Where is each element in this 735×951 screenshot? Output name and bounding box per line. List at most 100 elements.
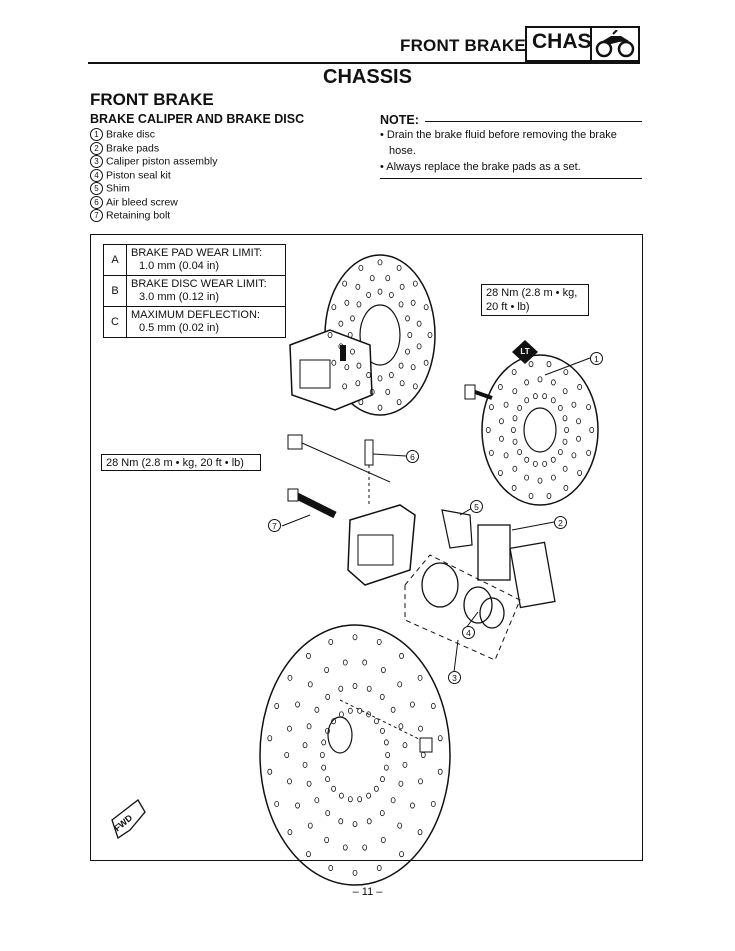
disc-hole: [398, 301, 404, 308]
disc-hole: [380, 776, 385, 783]
disc-hole: [385, 275, 391, 282]
disc-hole: [390, 797, 396, 804]
disc-hole: [389, 372, 394, 379]
disc-hole: [306, 652, 311, 659]
spec-key: A: [103, 244, 127, 276]
disc-hole: [550, 397, 556, 404]
disc-hole: [350, 315, 355, 322]
lower-bolt: [339, 699, 433, 753]
atv-icon: [595, 30, 635, 58]
callout-marker: 1: [590, 352, 603, 365]
disc-hole: [377, 259, 383, 266]
disc-hole: [489, 449, 494, 456]
section-title: FRONT BRAKE: [90, 90, 214, 109]
disc-hole: [420, 752, 426, 759]
disc-hole: [503, 401, 509, 408]
disc-hole: [499, 435, 504, 442]
disc-hole: [321, 739, 327, 746]
disc-hole: [398, 723, 404, 730]
callout-marker: 3: [448, 671, 461, 684]
disc-hole: [417, 674, 423, 681]
disc-hole: [324, 836, 330, 843]
spec-row: A BRAKE PAD WEAR LIMIT:1.0 mm (0.04 in): [103, 244, 286, 276]
spec-value: 0.5 mm (0.02 in): [139, 322, 220, 334]
disc-hole: [524, 474, 530, 481]
disc-hole: [295, 701, 300, 708]
callout-marker: 2: [554, 516, 567, 529]
disc-hole: [331, 718, 337, 725]
disc-hole: [512, 415, 518, 422]
disc-hole: [267, 768, 273, 775]
disc-hole: [324, 667, 330, 674]
disc-hole: [511, 369, 517, 376]
disc-hole: [376, 865, 382, 872]
disc-hole: [377, 288, 383, 295]
header-section-title: FRONT BRAKE: [400, 36, 526, 55]
disc-hole: [418, 725, 423, 732]
torque-line: 20 ft • lb): [486, 301, 530, 313]
right-brake-disc: [481, 354, 599, 506]
disc-hole: [356, 301, 362, 308]
spec-table: A BRAKE PAD WEAR LIMIT:1.0 mm (0.04 in) …: [103, 244, 286, 338]
disc-hole: [362, 659, 368, 666]
note-item: hose.: [389, 145, 416, 157]
callout-marker: 5: [470, 500, 483, 513]
note-label: NOTE:: [380, 113, 419, 127]
disc-hole: [366, 372, 371, 379]
disc-hole: [357, 707, 363, 714]
torque-spec-box: 28 Nm (2.8 m • kg, 20 ft • lb): [481, 284, 589, 316]
disc-hole: [339, 711, 344, 718]
disc-hole: [437, 735, 443, 742]
disc-hole: [557, 404, 563, 411]
disc-hole: [390, 706, 396, 713]
disc-hole: [485, 426, 491, 433]
disc-hole: [410, 701, 415, 708]
disc-hole: [528, 492, 534, 499]
disc-hole: [352, 634, 358, 641]
disc-hole: [347, 707, 353, 714]
disc-hole: [366, 792, 371, 799]
torque-line: 28 Nm (2.8 m • kg,: [486, 287, 578, 299]
disc-hole: [399, 851, 404, 858]
disc-hole: [402, 761, 408, 768]
disc-hole: [563, 484, 569, 491]
note-item: • Always replace the brake pads as a set…: [380, 161, 581, 173]
disc-hole: [339, 792, 344, 799]
disc-hole: [416, 320, 422, 327]
disc-hole: [576, 435, 581, 442]
disc-hole: [397, 822, 403, 829]
disc-hole: [331, 359, 337, 366]
disc-hole: [314, 706, 320, 713]
disc-hole: [355, 283, 361, 290]
disc-hole: [328, 865, 334, 872]
disc-hole: [377, 404, 383, 411]
disc-hole: [379, 810, 385, 817]
disc-hole: [562, 415, 568, 422]
disc-hole: [562, 465, 568, 472]
callout-marker: 7: [268, 519, 281, 532]
disc-hole: [427, 331, 433, 338]
disc-hole: [302, 742, 308, 749]
disc-hole: [331, 785, 337, 792]
disc-hole: [307, 822, 313, 829]
disc-hole: [325, 693, 331, 700]
disc-hole: [410, 802, 415, 809]
disc-hole: [430, 800, 436, 807]
disc-hole: [398, 780, 404, 787]
disc-hole: [306, 780, 312, 787]
disc-hole: [532, 393, 538, 400]
disc-hole: [338, 685, 344, 692]
disc-hole: [503, 452, 509, 459]
disc-hole: [306, 851, 311, 858]
disc-hole: [287, 725, 292, 732]
disc-hole: [562, 438, 568, 445]
disc-hole: [586, 404, 591, 411]
disc-hole: [398, 362, 404, 369]
disc-hole: [517, 449, 523, 456]
note-item: • Drain the brake fluid before removing …: [380, 129, 617, 141]
disc-hole: [537, 376, 543, 383]
